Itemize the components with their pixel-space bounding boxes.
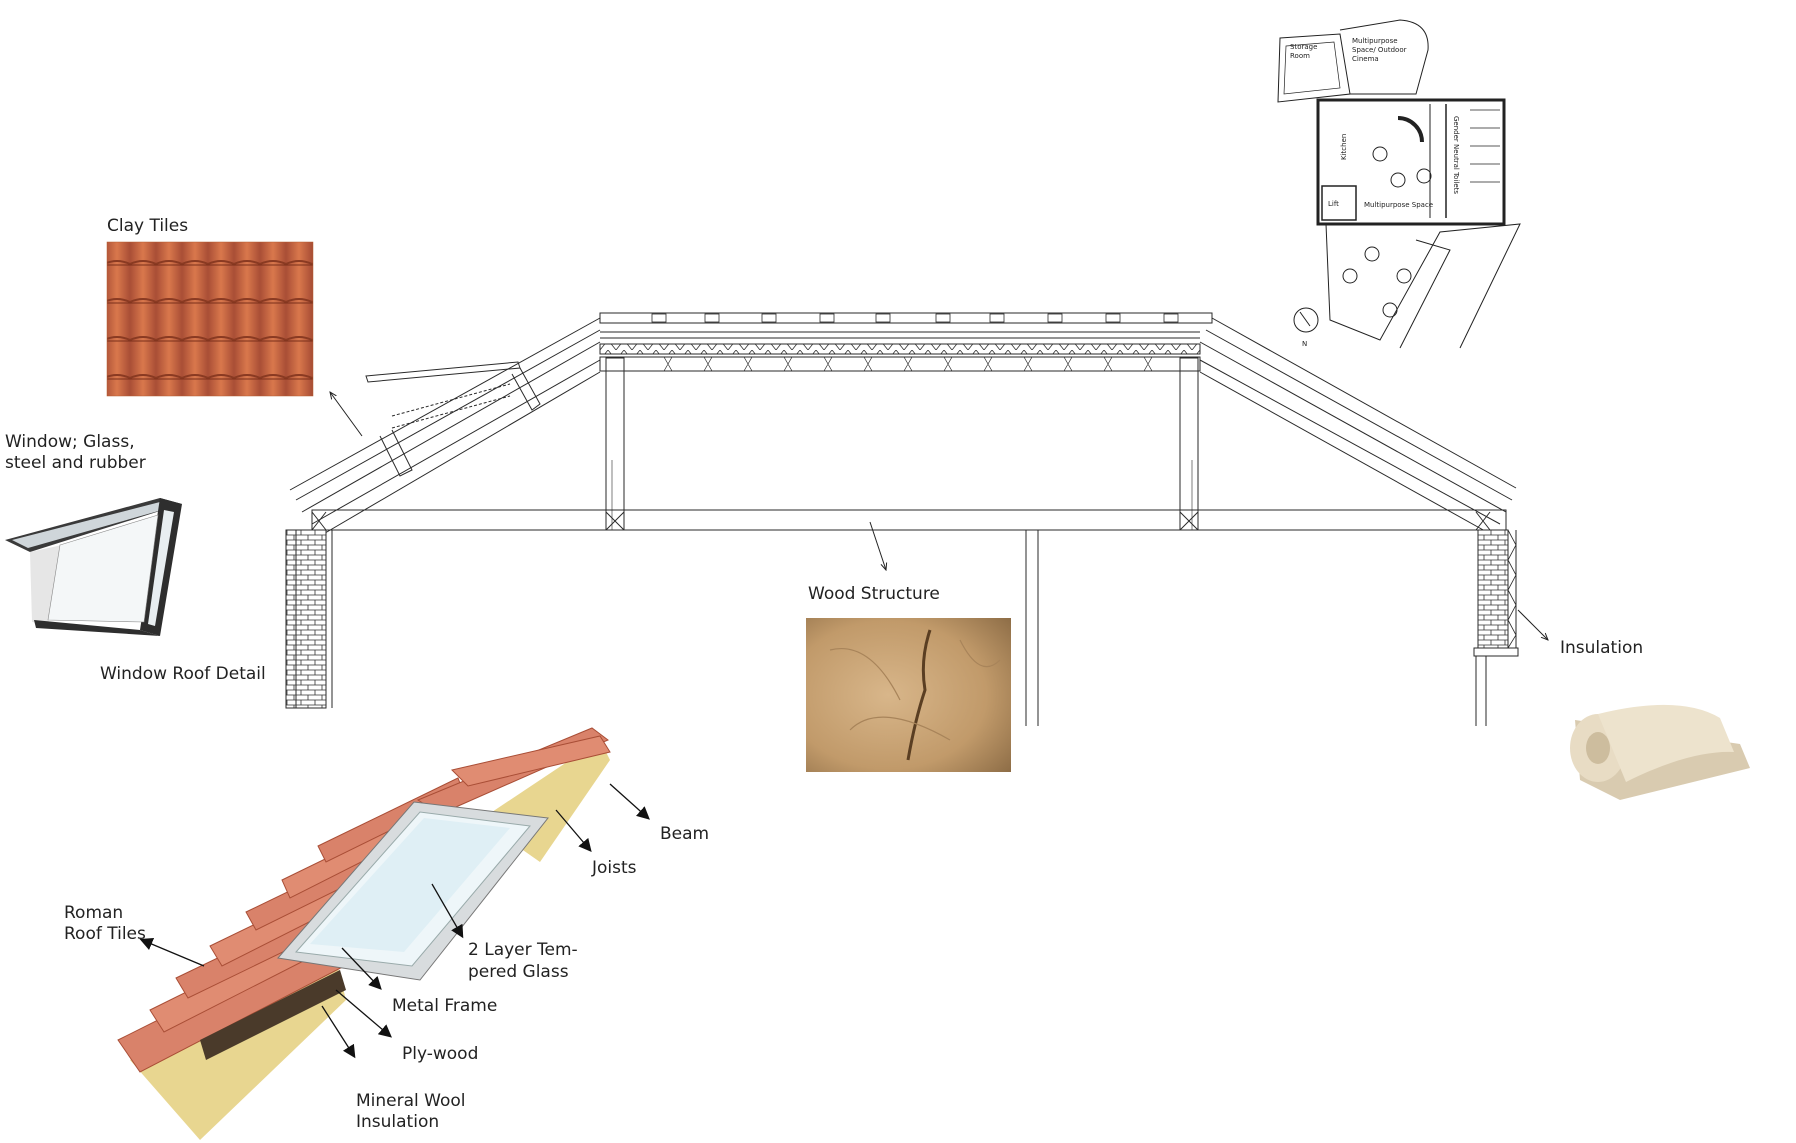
skylight-detail-drawing (117, 727, 611, 1140)
plan-label-toilets: Gender Neutral Toilets (1452, 116, 1460, 194)
label-window-material-2: steel and rubber (5, 453, 146, 473)
clay-tiles-image (106, 241, 314, 397)
label-roman-roof-tiles-2: Roof Tiles (64, 924, 146, 944)
label-mineral-wool-2: Insulation (356, 1112, 440, 1132)
plan-label-mp-space: Multipurpose Space (1364, 201, 1433, 209)
floor-plan (1277, 19, 1521, 349)
label-metal-frame: Metal Frame (392, 996, 498, 1016)
label-joists: Joists (592, 858, 637, 878)
roof-window-image (5, 498, 182, 636)
insulation-arrow (1517, 609, 1548, 640)
plan-label-north: N (1302, 340, 1307, 348)
clay-tiles-arrow (330, 392, 363, 437)
label-insulation: Insulation (1560, 638, 1644, 658)
label-clay-tiles: Clay Tiles (107, 216, 189, 236)
plan-label-mp-outdoor-1: Multipurpose (1352, 37, 1398, 45)
plan-label-storage-1: Storage (1290, 43, 1317, 51)
label-glass-2: pered Glass (468, 962, 569, 982)
label-plywood: Ply-wood (402, 1044, 479, 1064)
plan-label-kitchen: Kitchen (1340, 134, 1348, 160)
plan-label-storage-2: Room (1290, 52, 1310, 60)
label-glass-1: 2 Layer Tem- (468, 940, 578, 960)
label-mineral-wool-1: Mineral Wool (356, 1091, 466, 1111)
label-roman-roof-tiles-1: Roman (64, 903, 124, 923)
roof-section-drawing (285, 312, 1519, 726)
label-window-roof-detail: Window Roof Detail (100, 664, 266, 684)
insulation-roll-image (1570, 704, 1750, 800)
floor-plan-labels: Storage Room Multipurpose Space/ Outdoor… (1290, 37, 1460, 348)
plan-label-mp-outdoor-2: Space/ Outdoor (1352, 46, 1407, 54)
plan-label-mp-outdoor-3: Cinema (1352, 55, 1379, 63)
label-beam: Beam (660, 824, 710, 844)
wood-structure-arrow (869, 521, 886, 570)
plan-label-lift: Lift (1328, 200, 1339, 208)
label-window-material-1: Window; Glass, (5, 432, 135, 452)
label-wood-structure: Wood Structure (808, 584, 940, 604)
wood-structure-image (806, 618, 1011, 772)
skylight-arrows (139, 783, 650, 1059)
